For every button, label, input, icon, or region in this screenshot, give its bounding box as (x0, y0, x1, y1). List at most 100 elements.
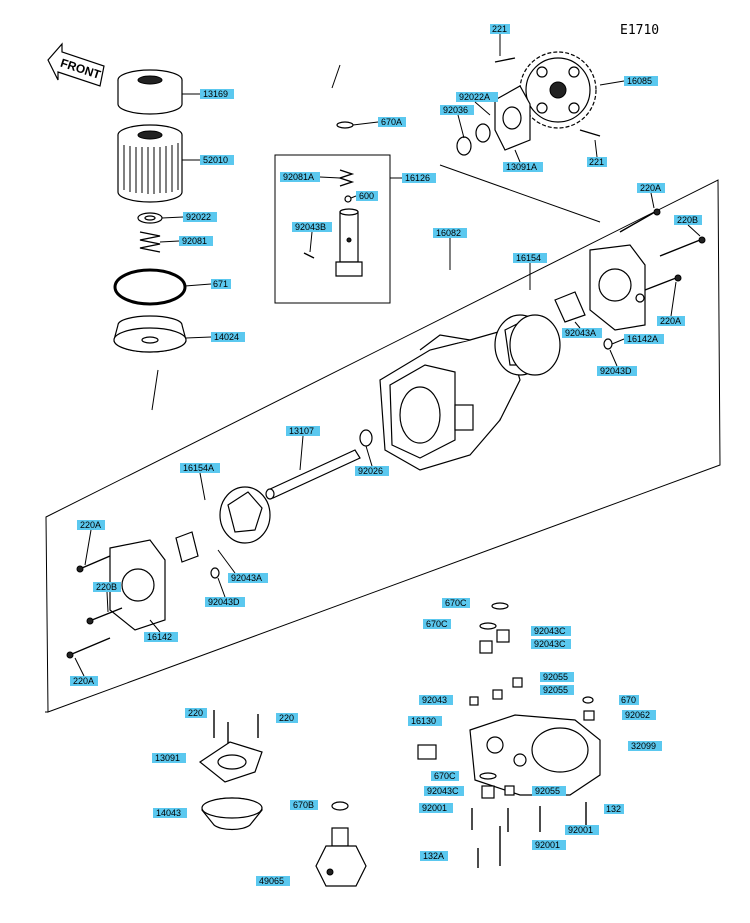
rotor-16154A (219, 486, 271, 544)
svg-text:13107: 13107 (289, 426, 314, 436)
svg-text:220A: 220A (640, 183, 661, 193)
drawing-code: E1710 (620, 23, 659, 38)
label-670: 670 (619, 695, 639, 705)
svg-text:14024: 14024 (214, 332, 239, 342)
washer-92022A (475, 123, 491, 143)
svg-text:92022: 92022 (186, 212, 211, 222)
o-ring-670A (336, 121, 354, 129)
spring-92081A (337, 169, 355, 187)
label-92055-1: 92055 (540, 672, 574, 682)
svg-text:16154: 16154 (516, 253, 541, 263)
svg-text:220A: 220A (80, 520, 101, 530)
label-220-1: 220 (185, 708, 207, 718)
svg-text:92001: 92001 (422, 803, 447, 813)
svg-text:13169: 13169 (203, 89, 228, 99)
svg-text:600: 600 (359, 191, 374, 201)
svg-text:670C: 670C (445, 598, 467, 608)
svg-text:16154A: 16154A (183, 463, 214, 473)
washer-92026 (359, 429, 373, 447)
svg-text:221: 221 (589, 157, 604, 167)
svg-text:92043A: 92043A (565, 328, 596, 338)
gear-16085 (519, 51, 597, 129)
label-670B: 670B (290, 800, 318, 810)
label-13091A: 13091A (503, 162, 543, 172)
svg-text:220A: 220A (73, 676, 94, 686)
label-92055-3: 92055 (532, 786, 566, 796)
label-14024: 14024 (211, 332, 245, 342)
label-132A: 132A (420, 851, 448, 861)
svg-text:92043C: 92043C (427, 786, 459, 796)
label-13107: 13107 (286, 426, 320, 436)
relief-valve-16126 (335, 208, 363, 277)
parts-670-92062 (582, 696, 595, 721)
svg-text:671: 671 (213, 279, 228, 289)
ball-600 (344, 195, 352, 203)
label-220A-4: 220A (70, 676, 98, 686)
label-670C-1: 670C (442, 598, 470, 608)
bolt-220A-top (619, 208, 661, 233)
label-16142: 16142 (144, 632, 178, 642)
label-600: 600 (356, 191, 378, 201)
svg-text:220: 220 (279, 713, 294, 723)
bolt-220A-mid (644, 274, 682, 291)
label-132: 132 (604, 804, 624, 814)
spring-92081 (139, 231, 161, 253)
label-13169: 13169 (200, 89, 234, 99)
svg-text:670: 670 (621, 695, 636, 705)
label-670C-3: 670C (431, 771, 459, 781)
svg-text:220: 220 (188, 708, 203, 718)
svg-text:670A: 670A (381, 117, 402, 127)
label-220A-3: 220A (77, 520, 105, 530)
svg-text:92036: 92036 (443, 105, 468, 115)
svg-text:92022A: 92022A (459, 92, 490, 102)
svg-text:16082: 16082 (436, 228, 461, 238)
pump-body-32099 (469, 714, 601, 796)
svg-text:14043: 14043 (156, 808, 181, 818)
svg-text:16126: 16126 (405, 173, 430, 183)
label-220-2: 220 (276, 713, 298, 723)
label-92081A: 92081A (280, 172, 320, 182)
plate-92043A-upper (554, 291, 586, 323)
label-92081: 92081 (179, 236, 213, 246)
label-49065: 49065 (256, 876, 290, 886)
label-221-top: 221 (490, 24, 510, 34)
o-ring-671 (113, 268, 187, 306)
svg-text:16142: 16142 (147, 632, 172, 642)
bolt-221-top (494, 57, 516, 63)
label-52010: 52010 (200, 155, 234, 165)
svg-text:92026: 92026 (358, 466, 383, 476)
pump-housing-16082 (379, 329, 521, 471)
svg-text:132A: 132A (423, 851, 444, 861)
label-16130: 16130 (408, 716, 442, 726)
svg-text:92043: 92043 (422, 695, 447, 705)
bolts-220 (213, 710, 259, 744)
label-92043C-1: 92043C (531, 626, 571, 636)
svg-text:52010: 52010 (203, 155, 228, 165)
label-92043C-2: 92043C (531, 639, 571, 649)
front-arrow-icon: FRONT (47, 42, 105, 87)
svg-text:220A: 220A (660, 316, 681, 326)
rotor-16154 (494, 314, 561, 376)
o-rings-670C (479, 602, 509, 780)
svg-text:92043A: 92043A (231, 573, 262, 583)
bolt-221-bottom (579, 129, 601, 137)
label-92001-2: 92001 (565, 825, 599, 835)
svg-text:92062: 92062 (625, 710, 650, 720)
label-220B-2: 220B (93, 582, 121, 592)
label-92055-2: 92055 (540, 685, 574, 695)
svg-text:221: 221 (492, 24, 507, 34)
label-32099: 32099 (628, 741, 662, 751)
label-220A-1: 220A (637, 183, 665, 193)
label-92001-3: 92001 (532, 840, 566, 850)
label-92043D-2: 92043D (205, 597, 245, 607)
label-92043: 92043 (419, 695, 453, 705)
svg-text:220B: 220B (677, 215, 698, 225)
bracket-13091A (494, 85, 531, 151)
strainer-14043 (201, 797, 263, 831)
label-92022A: 92022A (456, 92, 498, 102)
svg-text:92043D: 92043D (600, 366, 632, 376)
bolt-220B-left (86, 607, 123, 625)
svg-text:92081A: 92081A (283, 172, 314, 182)
label-92043B: 92043B (292, 222, 332, 232)
fitting-16130 (417, 744, 437, 760)
